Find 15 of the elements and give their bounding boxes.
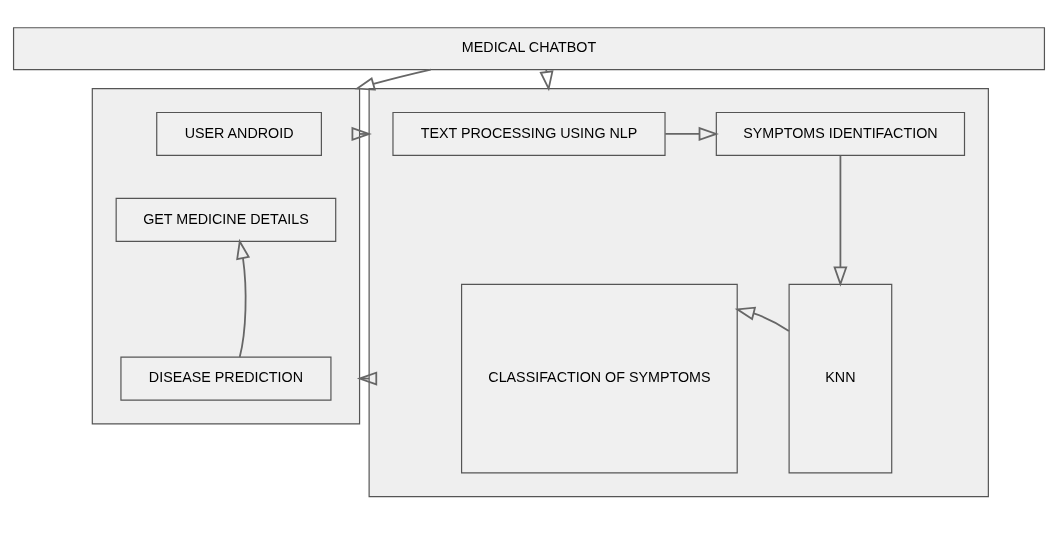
cluster <box>91 88 361 425</box>
arrow <box>664 126 719 142</box>
cluster <box>368 88 989 498</box>
arrow <box>833 154 848 287</box>
arrow <box>236 238 251 358</box>
node-box: CLASSIFACTION OF SYMPTOMS <box>461 283 738 474</box>
node-box: SYMPTOMS IDENTIFACTION <box>715 111 966 157</box>
arrow <box>351 126 372 142</box>
arrow <box>734 306 790 332</box>
node-box: USER ANDROID <box>156 111 322 157</box>
node-box: GET MEDICINE DETAILS <box>115 197 337 242</box>
node-box: KNN <box>788 283 893 474</box>
node-box: TEXT PROCESSING USING NLP <box>392 111 666 157</box>
node-box: DISEASE PREDICTION <box>120 356 332 401</box>
arrow <box>356 371 378 386</box>
